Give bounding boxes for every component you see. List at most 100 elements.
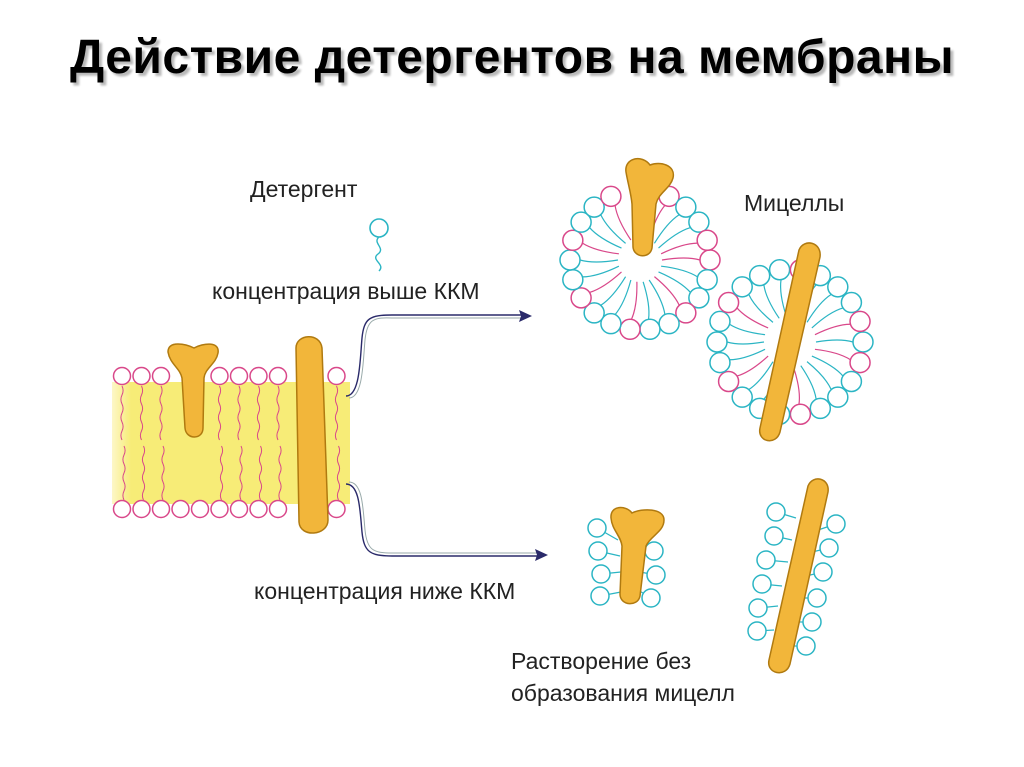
membrane-protein-transmembrane [295,336,329,534]
lipid-head [268,366,288,386]
micelle-tail [589,271,622,294]
micelle-head [849,351,871,374]
lipid-tail [219,445,224,501]
micelle-head [583,302,605,324]
lipid-head [249,366,268,386]
detergent-head [826,514,846,534]
micelle-tail [660,242,698,255]
detergent-head [644,541,664,561]
micelle-head [768,258,791,281]
micelle-tail [661,257,701,261]
micelle-tail [748,294,774,323]
lipid-tails [120,385,341,501]
micelle-tail [726,341,765,345]
lipid-head [210,499,229,519]
lipid-tail [120,385,124,441]
micelle-transmembrane-protein [706,242,874,442]
micelle-head [600,185,622,208]
micelle-tail [763,284,780,319]
detergent-head [641,588,661,608]
micelle-head [688,211,710,233]
solubilized-protein-peripheral [610,506,665,605]
micelle-head [809,397,832,420]
lipid-tail [278,445,282,501]
micelle-tail [630,281,638,320]
micelle-tail [654,276,680,306]
micelle-head [748,264,771,287]
micelle-head [827,276,849,298]
micelle-tail [729,323,766,336]
page-title: Действие детергентов на мембраны [69,31,955,84]
micelle-tail [600,276,627,306]
micelle-head [789,403,812,426]
dissolution-label: Растворение без образования мицелл [511,645,735,709]
micelle-tail [814,348,851,361]
micelle-tail [661,265,698,278]
micelle-head [827,386,849,408]
detergent-label: Детергент [250,176,358,202]
micelle-head [562,229,584,252]
arrow-above-cmc [345,310,532,399]
detergent-head [802,612,822,632]
arrow-below-cmc [345,481,548,561]
lipid-head [112,366,132,386]
solubilized-protein-transmembrane [768,478,829,674]
detergent-head [747,621,767,641]
micelle-head [731,276,753,298]
micelle-head [706,331,728,353]
micelle-head [709,310,731,333]
solubilized-peripheral-protein [587,506,666,608]
micelle-tail [815,339,854,343]
micelle-tail [582,265,620,278]
lipid-tail [237,385,241,441]
detergent-head [766,502,786,522]
micelle-head [675,196,697,218]
detergent-head [590,586,610,606]
detergent-head [819,538,839,558]
dissolution-label-line1: Растворение без [511,648,692,674]
lipid-head [268,499,288,519]
micelle-tail [811,355,844,377]
micelle-head [658,312,680,335]
micelle-head [696,268,718,291]
micelle-tail [642,281,650,320]
micelle-tail [800,365,817,400]
micelle-head [570,211,592,233]
micelle-head [619,318,641,341]
below-cmc-label: концентрация ниже ККМ [254,578,516,604]
lipid-head [171,499,190,519]
micelle-head [717,291,740,314]
lipid-head [327,499,346,519]
above-cmc-label: концентрация выше ККМ [212,278,480,304]
micelle-tail [806,293,832,323]
micelle-tail [582,242,619,255]
lipid-head [190,499,210,519]
micelle-head [852,331,874,353]
lipid-head [132,499,151,519]
micelle-tail [658,271,691,293]
micelle-tail [729,348,766,361]
micelle-protein-transmembrane [759,242,821,442]
micelle-tail [579,259,619,263]
lipid-head [249,499,268,519]
detergent-head [591,564,611,584]
micelle-peripheral-protein [559,157,721,341]
micelle-head [688,287,710,309]
micelle-head [717,370,740,393]
micelle-head [840,291,863,314]
lipid-head [229,499,249,519]
lipid-head [229,366,249,386]
lipid-tail [336,445,341,501]
detergent-head [796,636,816,656]
micelle-tail [748,361,774,391]
lipid-head [112,499,132,519]
micelle-tail [736,355,769,377]
dissolution-label-line2: образования мицелл [511,680,735,706]
micelle-head [562,268,584,291]
micelle-head [559,249,581,271]
micelle-tail [589,227,622,249]
detergent-head [588,541,608,561]
micelle-head [583,196,605,218]
micelle-tail [814,323,851,336]
lipid-tail [161,445,165,501]
